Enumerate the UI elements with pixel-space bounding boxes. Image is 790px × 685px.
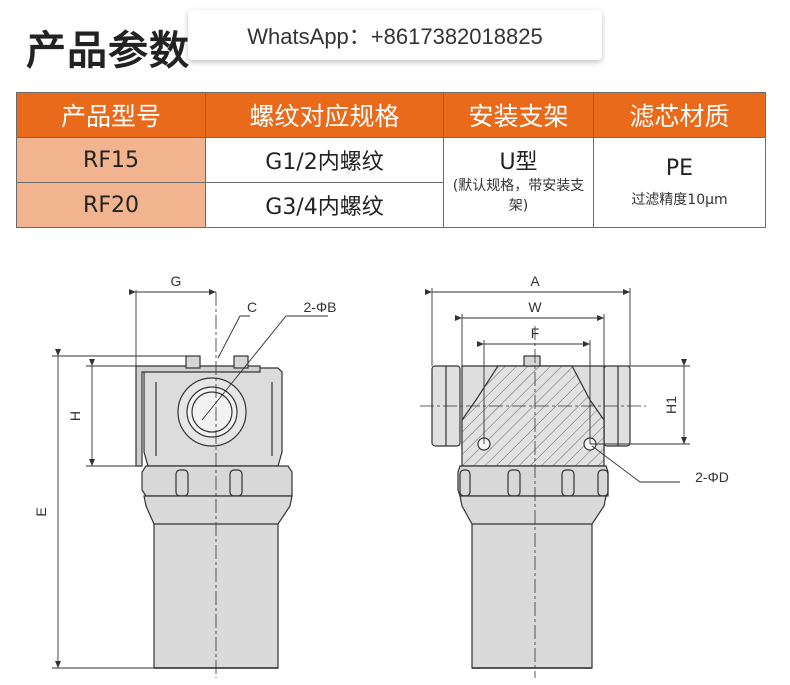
dim-label-a: A bbox=[530, 273, 540, 289]
dim-label-g: G bbox=[171, 273, 182, 289]
media-material: PE bbox=[665, 155, 694, 181]
model-cell: RF20 bbox=[16, 182, 206, 228]
media-cell: PE 过滤精度10μm bbox=[593, 137, 766, 228]
thread-cell: G1/2内螺纹 bbox=[205, 137, 444, 183]
model-cell: RF15 bbox=[16, 137, 206, 183]
dim-label-d: 2-ΦD bbox=[695, 469, 729, 485]
front-view bbox=[431, 355, 631, 669]
spec-table: 产品型号 螺纹对应规格 安装支架 滤芯材质 RF15 G1/2内螺纹 U型 (默… bbox=[16, 92, 766, 228]
dim-label-e: E bbox=[33, 507, 49, 516]
dim-label-f: F bbox=[531, 325, 540, 341]
bracket-cell: U型 (默认规格，带安装支架) bbox=[443, 137, 594, 228]
bracket-note: (默认规格，带安装支架) bbox=[452, 177, 585, 214]
side-view bbox=[135, 355, 293, 669]
media-precision: 过滤精度10μm bbox=[631, 191, 728, 208]
table-header-row: 产品型号 螺纹对应规格 安装支架 滤芯材质 bbox=[16, 92, 766, 138]
header-model: 产品型号 bbox=[16, 92, 206, 138]
dim-label-w: W bbox=[528, 299, 542, 315]
dim-label-c: C bbox=[247, 299, 257, 315]
table-row: RF15 G1/2内螺纹 U型 (默认规格，带安装支架) PE 过滤精度10μm bbox=[16, 137, 766, 228]
dim-label-h: H bbox=[67, 411, 83, 421]
bracket-type: U型 bbox=[499, 149, 538, 175]
page-title: 产品参数 bbox=[26, 28, 190, 74]
header-bracket: 安装支架 bbox=[443, 92, 594, 138]
thread-cell: G3/4内螺纹 bbox=[205, 182, 444, 228]
header-thread: 螺纹对应规格 bbox=[205, 92, 444, 138]
table-row: RF20 G3/4内螺纹 bbox=[16, 182, 766, 228]
contact-watermark: WhatsApp：+8617382018825 bbox=[188, 10, 602, 60]
dim-label-b: 2-ΦB bbox=[304, 299, 337, 315]
dim-label-h1: H1 bbox=[663, 396, 679, 414]
